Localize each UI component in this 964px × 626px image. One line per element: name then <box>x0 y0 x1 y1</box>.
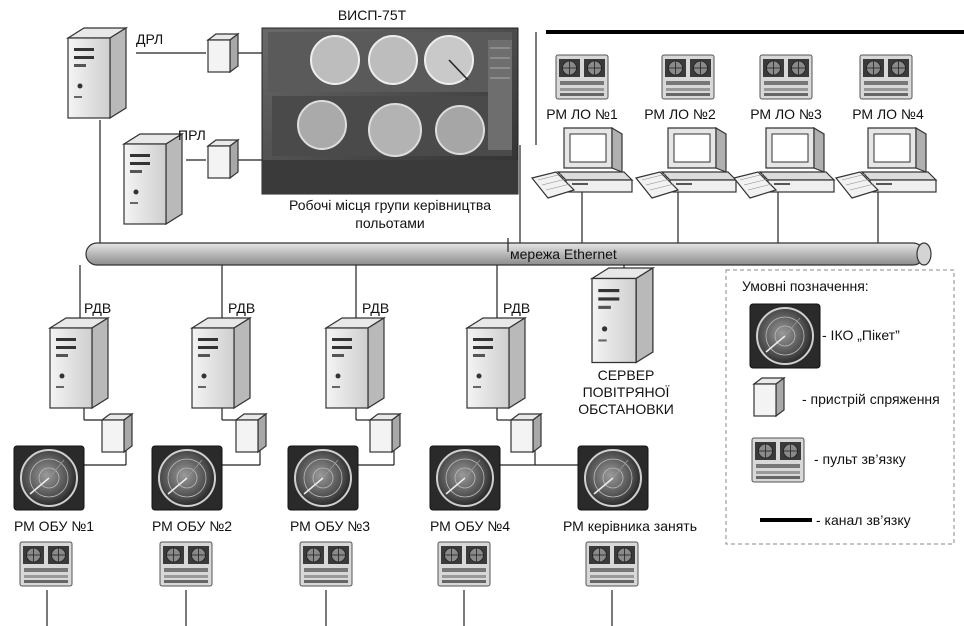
prl-interface-device <box>207 139 239 179</box>
server-label-line3: ОБСТАНОВКИ <box>578 401 674 417</box>
lo1-desktop <box>531 127 633 199</box>
lo1-console <box>555 54 609 100</box>
legend-console-icon <box>751 437 805 483</box>
lo2-desktop <box>635 127 737 199</box>
server-label-line1: СЕРВЕР <box>598 367 655 383</box>
rdv-label-4: РДВ <box>503 300 530 316</box>
rdv-computer-2 <box>191 317 251 409</box>
prl-computer <box>123 133 183 225</box>
lo2-console <box>661 54 715 100</box>
rdv-computer-1 <box>49 317 109 409</box>
instructor-radar-scope <box>577 445 649 511</box>
drl-interface-device <box>207 33 239 73</box>
legend-iko-icon <box>749 303 821 369</box>
rdv-interface-device-4 <box>510 413 542 453</box>
legend-console-text: - пульт зв’язку <box>814 451 906 467</box>
ethernet-bus: мережа Ethernet <box>85 238 932 266</box>
instructor-label: РМ керівника занять <box>563 518 697 534</box>
instructor-console <box>585 541 639 587</box>
lo-label-3: РМ ЛО №3 <box>750 106 822 122</box>
obu4-radar-scope <box>429 445 501 511</box>
lo3-console <box>759 54 813 100</box>
lo-label-2: РМ ЛО №2 <box>644 106 716 122</box>
prl-label: ПРЛ <box>178 127 206 143</box>
legend-channel-text: - канал зв’язку <box>816 512 911 528</box>
obu-label-2: РМ ОБУ №2 <box>152 518 232 534</box>
lo-label-1: РМ ЛО №1 <box>546 106 618 122</box>
legend-iko-text: - ІКО „Пікет” <box>822 327 900 343</box>
rdv-computer-4 <box>466 317 526 409</box>
legend-frame <box>725 269 955 545</box>
obu2-console <box>159 541 213 587</box>
lo3-desktop <box>733 127 835 199</box>
airspace-server: СЕРВЕР ПОВІТРЯНОЇ ОБСТАНОВКИ <box>578 267 674 417</box>
photo-caption-line2: польотами <box>355 215 425 231</box>
rdv-label-2: РДВ <box>228 300 255 316</box>
rdv-computer-3 <box>325 317 385 409</box>
legend-title: Умовні позначення: <box>742 278 869 294</box>
drl-label: ДРЛ <box>136 31 163 47</box>
rdv-label-1: РДВ <box>84 300 111 316</box>
rdv-interface-device-3 <box>369 413 401 453</box>
legend-interface-icon <box>753 377 785 417</box>
legend-interface-text: - пристрій спряження <box>802 391 940 407</box>
server-label-line2: ПОВІТРЯНОЇ <box>583 384 670 400</box>
rdv-interface-device-2 <box>235 413 267 453</box>
obu-label-4: РМ ОБУ №4 <box>430 518 510 534</box>
rdv-interface-device-1 <box>101 413 133 453</box>
legend: Умовні позначення: - ІКО „Пікет” - прист… <box>725 269 955 545</box>
obu2-radar-scope <box>151 445 223 511</box>
obu4-console <box>437 541 491 587</box>
rdv-label-3: РДВ <box>362 300 389 316</box>
obu3-console <box>299 541 353 587</box>
lo-label-4: РМ ЛО №4 <box>852 106 924 122</box>
visp-workstation-photo: ВИСП-75Т Робочі місця групи керівництва … <box>261 7 519 231</box>
lo4-console <box>859 54 913 100</box>
obu3-radar-scope <box>287 445 359 511</box>
photo-caption-line1: Робочі місця групи керівництва <box>289 197 491 213</box>
drl-computer <box>67 27 127 119</box>
obu1-console <box>19 541 73 587</box>
obu-label-3: РМ ОБУ №3 <box>290 518 370 534</box>
obu-label-1: РМ ОБУ №1 <box>14 518 94 534</box>
ethernet-label: мережа Ethernet <box>510 246 617 262</box>
visp-label: ВИСП-75Т <box>338 7 407 23</box>
lo4-desktop <box>835 127 937 199</box>
obu1-radar-scope <box>13 445 85 511</box>
